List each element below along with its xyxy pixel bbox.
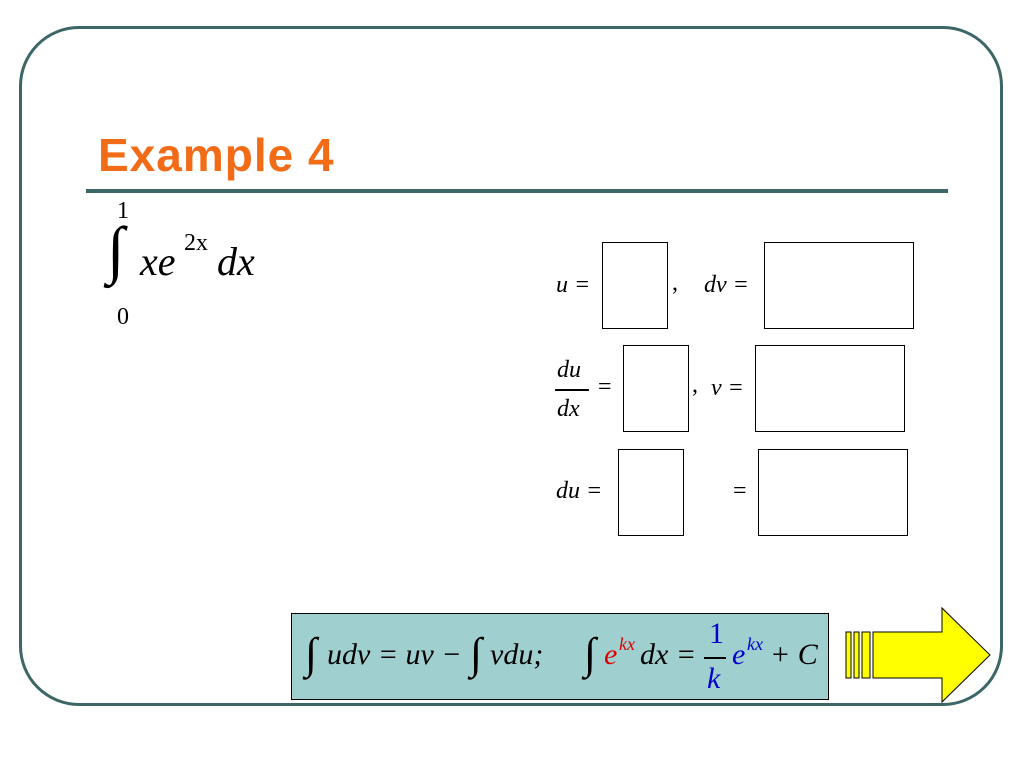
exp-power: kx (619, 634, 635, 654)
exp-base: e (604, 638, 618, 671)
dv-label: dv = (704, 272, 749, 298)
slide-title: Example 4 (98, 129, 335, 181)
fraction-numerator: 1 (709, 617, 724, 650)
fraction-line (704, 657, 726, 659)
integral-sign: ∫ (107, 214, 125, 285)
next-arrow-icon[interactable] (844, 606, 994, 706)
exponent-text: 2x (184, 230, 208, 256)
u-label: u = (556, 272, 591, 298)
exp-base-2: e (732, 638, 746, 671)
differential: dx (217, 239, 255, 284)
dv-answer-box[interactable] (764, 242, 914, 329)
du-numerator: du (557, 357, 581, 383)
v-label: v = (711, 375, 744, 401)
u-answer-box[interactable] (602, 242, 668, 329)
exponent: 2x (184, 230, 208, 257)
du-label: du = (556, 478, 603, 504)
equals-2: = (733, 478, 747, 504)
du-answer-box[interactable] (618, 449, 684, 536)
comma-2: , (692, 372, 698, 398)
v-answer-box[interactable] (755, 345, 905, 432)
ibp-integral-sign-2: ∫ (470, 629, 483, 678)
ibp-lhs: udv = uv − (327, 638, 462, 671)
plus-constant: + C (770, 638, 818, 671)
comma-1: , (672, 270, 678, 296)
exp-dx: dx = (640, 638, 697, 671)
slide-frame (19, 26, 1003, 706)
upper-limit: 1 (117, 198, 129, 224)
integrand: xe (140, 239, 176, 284)
formula-reference-box (291, 613, 829, 700)
equals-1: = (598, 374, 612, 400)
du-dx-answer-box[interactable] (623, 345, 689, 432)
ibp-rhs: vdu; (490, 638, 544, 671)
ibp-integral-sign-1: ∫ (305, 629, 318, 678)
result-answer-box[interactable] (758, 449, 908, 536)
exp-integral-sign: ∫ (584, 629, 597, 678)
du-dx-fraction-line (555, 389, 589, 391)
lower-limit: 0 (117, 304, 129, 330)
fraction-denominator: k (707, 662, 721, 695)
dx-denominator: dx (557, 396, 580, 422)
exp-power-2: kx (747, 634, 763, 654)
title-divider (86, 189, 948, 193)
